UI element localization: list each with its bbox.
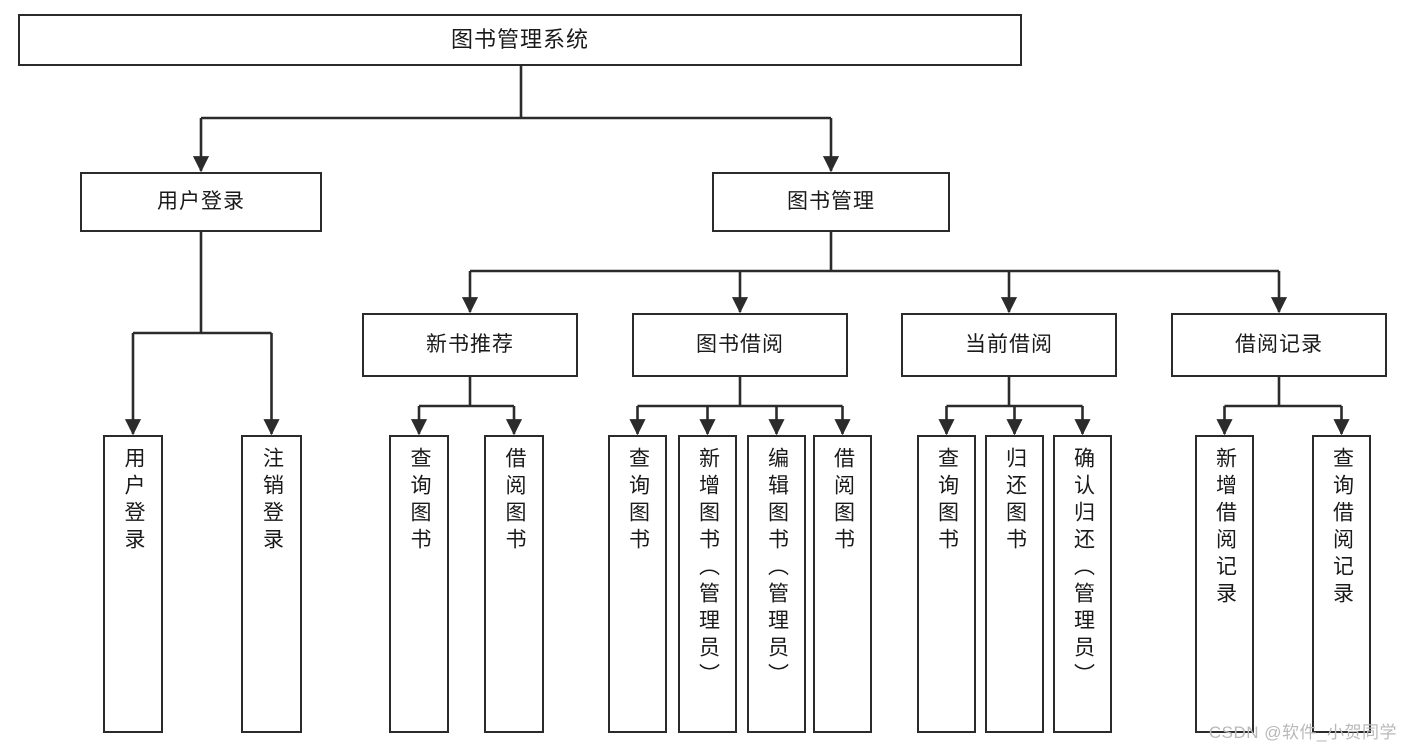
node-label: 查询图书 [408,447,432,555]
node-l-logout[interactable]: 注销登录 [241,435,302,733]
node-root[interactable]: 图书管理系统 [18,14,1022,66]
node-l-qrec[interactable]: 查询借阅记录 [1312,435,1371,733]
node-bookmgmt[interactable]: 图书管理 [712,172,950,232]
node-label: 用户登录 [157,189,245,213]
node-label: 借阅图书 [831,447,855,555]
node-label: 编辑图书（管理员） [765,447,789,690]
node-label: 注销登录 [260,447,284,555]
node-label: 用户登录 [122,447,146,555]
node-l-q3[interactable]: 查询图书 [917,435,976,733]
node-l-b1[interactable]: 借阅图书 [484,435,544,733]
node-l-login[interactable]: 用户登录 [103,435,163,733]
node-newbook[interactable]: 新书推荐 [362,313,578,377]
node-label: 图书管理 [787,189,875,213]
node-label: 新增图书（管理员） [696,447,720,690]
node-borrow[interactable]: 图书借阅 [632,313,848,377]
node-label: 查询图书 [626,447,650,555]
node-records[interactable]: 借阅记录 [1171,313,1387,377]
node-label: 查询借阅记录 [1330,447,1354,609]
node-label: 借阅图书 [503,447,527,555]
node-l-b2[interactable]: 借阅图书 [813,435,872,733]
node-label: 新增借阅记录 [1213,447,1237,609]
node-current[interactable]: 当前借阅 [901,313,1117,377]
node-l-ret[interactable]: 归还图书 [985,435,1044,733]
node-label: 借阅记录 [1235,332,1323,356]
node-label: 新书推荐 [426,332,514,356]
node-l-add[interactable]: 新增图书（管理员） [678,435,737,733]
node-label: 归还图书 [1003,447,1027,555]
node-label: 图书管理系统 [450,27,589,53]
node-l-q1[interactable]: 查询图书 [389,435,449,733]
node-l-q2[interactable]: 查询图书 [608,435,667,733]
node-label: 确认归还（管理员） [1071,447,1095,690]
node-l-edit[interactable]: 编辑图书（管理员） [747,435,806,733]
node-label: 图书借阅 [696,332,784,356]
node-login[interactable]: 用户登录 [80,172,322,232]
node-label: 当前借阅 [965,332,1053,356]
node-label: 查询图书 [935,447,959,555]
node-l-addrec[interactable]: 新增借阅记录 [1195,435,1254,733]
node-l-conf[interactable]: 确认归还（管理员） [1053,435,1112,733]
